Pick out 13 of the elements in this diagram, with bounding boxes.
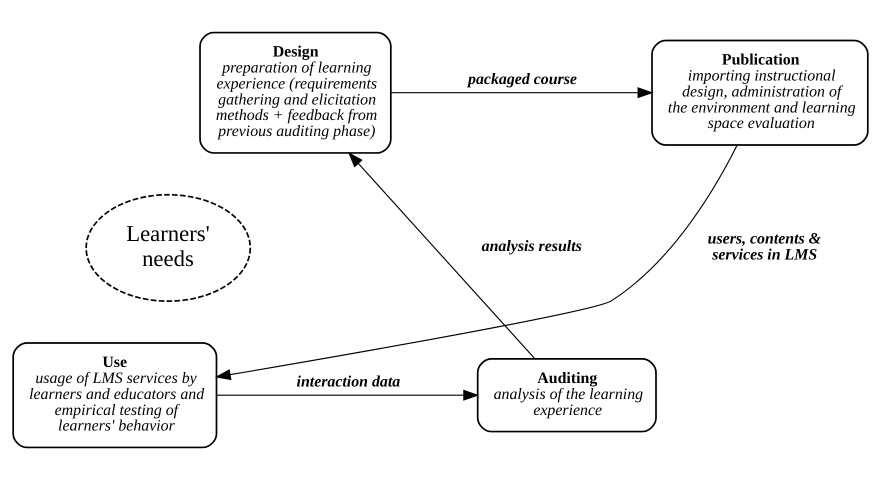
arrow — [348, 152, 536, 360]
arrow — [391, 87, 654, 98]
edge-label: interaction data — [296, 373, 400, 390]
node-box: Use usage of LMS services by learners and educators and empirical testing of learners' behavior — [12, 342, 218, 448]
edge-label: users, contents & services in LMS — [708, 230, 822, 264]
node-ellipse: Learners' needs — [85, 194, 252, 302]
node-box: Design preparation of learning experience (requirements gathering and elicitation methods + feedback from previous auditing phase) — [199, 32, 392, 154]
edge-label: packaged course — [468, 70, 577, 88]
node-box: Auditing analysis of the learning experience — [476, 358, 657, 432]
arrow — [214, 144, 738, 380]
edge-label: analysis results — [482, 238, 582, 256]
arrow — [216, 390, 480, 401]
node-box: Publication importing instructional design, administration of the environment and learning space evaluation — [651, 40, 869, 146]
